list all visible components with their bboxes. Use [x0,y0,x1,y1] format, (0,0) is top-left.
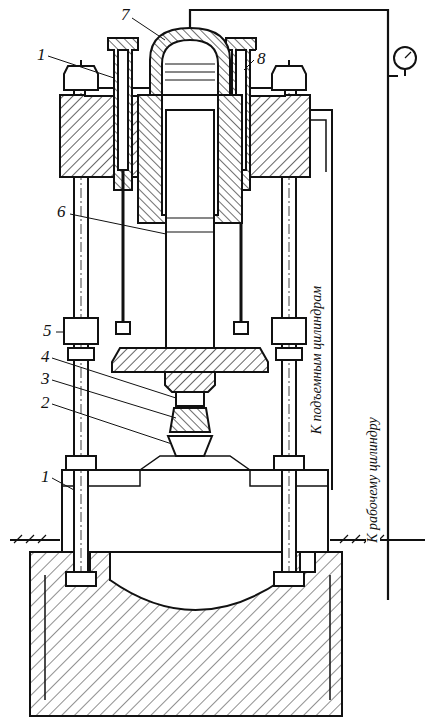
callout-number: 5 [42,322,53,339]
pipe-label: К рабочему цилиндру [366,415,380,545]
callout-number: 4 [40,348,51,365]
callout-number: 8 [256,50,267,67]
callout-number: 6 [56,203,67,220]
callout-number: 7 [120,6,131,23]
callout-number: 1 [40,468,51,485]
callout-number: 3 [40,370,51,387]
callout-number: 2 [40,394,51,411]
pipe-label: К подъемным цилиндрам [310,284,324,437]
callout-number: 1 [36,46,47,63]
